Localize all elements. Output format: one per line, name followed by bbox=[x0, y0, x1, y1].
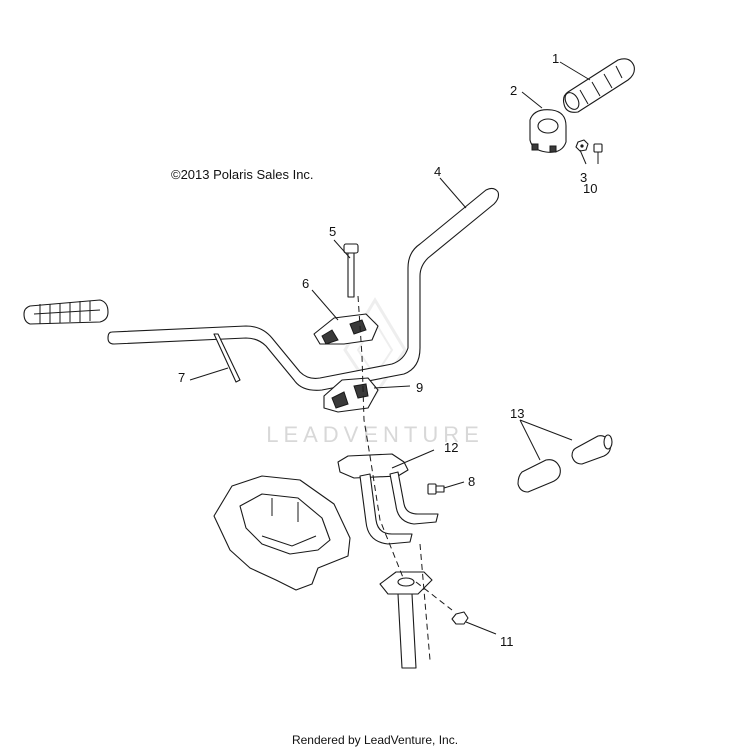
callout-6: 6 bbox=[302, 276, 309, 291]
grip-parts[interactable] bbox=[517, 434, 613, 493]
callout-9: 9 bbox=[416, 380, 423, 395]
small-bolt[interactable] bbox=[427, 483, 445, 495]
leader-lines bbox=[189, 61, 599, 635]
lower-clamp[interactable] bbox=[323, 377, 379, 413]
bolt[interactable] bbox=[343, 243, 359, 298]
upper-clamp[interactable] bbox=[313, 313, 379, 345]
callout-5: 5 bbox=[329, 224, 336, 239]
screw-small[interactable] bbox=[593, 143, 603, 153]
callout-10: 10 bbox=[583, 181, 597, 196]
callout-3: 3 bbox=[580, 170, 587, 185]
headlight-pod[interactable] bbox=[213, 475, 351, 591]
right-grip[interactable] bbox=[562, 58, 635, 113]
callout-13: 13 bbox=[510, 406, 524, 421]
callout-1: 1 bbox=[552, 51, 559, 66]
rod[interactable] bbox=[213, 333, 241, 383]
callout-8: 8 bbox=[468, 474, 475, 489]
callout-11: 11 bbox=[500, 634, 514, 649]
callout-7: 7 bbox=[178, 370, 185, 385]
watermark-text: LEADVENTURE bbox=[266, 422, 484, 447]
steering-post[interactable] bbox=[379, 571, 469, 669]
callout-labels: 1 2 3 4 5 6 7 8 9 10 11 12 13 bbox=[178, 51, 597, 649]
copyright-text: ©2013 Polaris Sales Inc. bbox=[171, 167, 314, 182]
throttle-housing[interactable] bbox=[529, 109, 567, 153]
left-grip[interactable] bbox=[23, 299, 109, 325]
callout-2: 2 bbox=[510, 83, 517, 98]
bracket[interactable] bbox=[337, 453, 439, 545]
handlebar[interactable] bbox=[107, 187, 500, 391]
footer-credit: Rendered by LeadVenture, Inc. bbox=[291, 733, 459, 747]
callout-4: 4 bbox=[434, 164, 441, 179]
assembly-lines bbox=[357, 295, 453, 661]
nut-small[interactable] bbox=[575, 139, 589, 152]
callout-12: 12 bbox=[444, 440, 458, 455]
